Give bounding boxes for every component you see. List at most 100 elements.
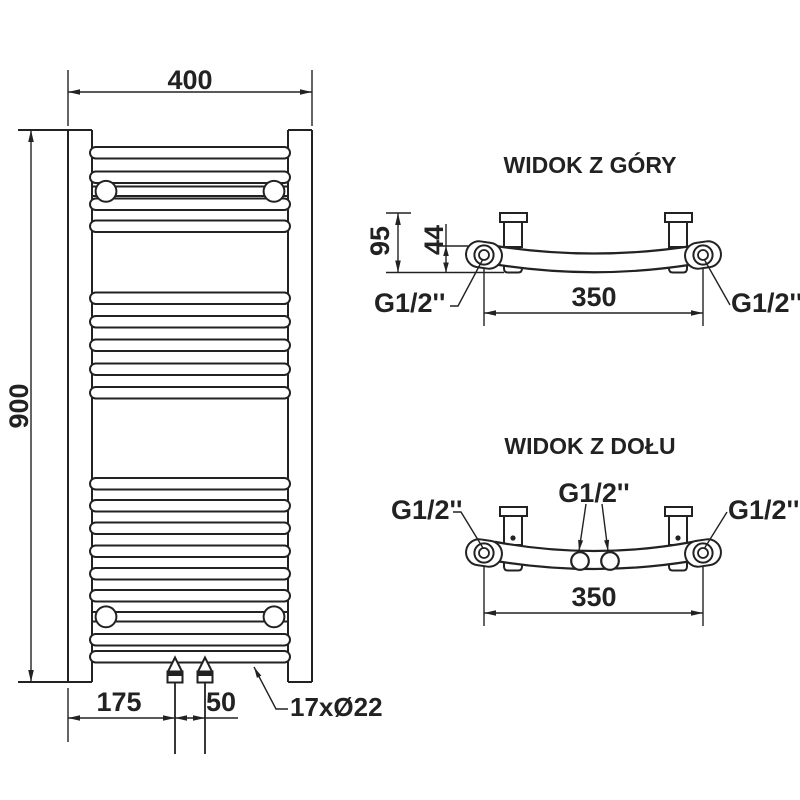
fitting-left: [465, 240, 503, 270]
rung: [89, 146, 291, 160]
bracket-cap: [664, 212, 693, 223]
rung: [89, 362, 291, 376]
rung: [89, 521, 291, 535]
leader-line: [453, 511, 484, 549]
dim-depth-label: 95: [365, 226, 395, 256]
arrowhead: [28, 670, 34, 682]
bracket-screw: [675, 535, 681, 541]
rung: [89, 386, 291, 400]
bracket-tube: [91, 611, 289, 623]
arrowhead: [175, 715, 187, 721]
wall-bracket: [94, 179, 118, 203]
rung: [89, 170, 291, 184]
center-connection: [570, 551, 590, 571]
dim-900: 900: [4, 130, 34, 682]
bracket-body: [503, 515, 523, 546]
rung: [89, 544, 291, 558]
arrowhead: [193, 715, 205, 721]
rung-group: [89, 146, 291, 664]
fitting-right: [684, 538, 722, 568]
valve-seal: [197, 671, 213, 676]
arrowhead: [68, 715, 80, 721]
center-connection: [600, 551, 620, 571]
thread-left-label: G1/2'': [391, 495, 462, 525]
curved-tube: [494, 540, 694, 571]
arrowhead: [163, 715, 175, 721]
dim-span-label: 350: [571, 282, 616, 312]
thread-label-right: G1/2'': [703, 495, 799, 550]
valve-seal: [167, 671, 183, 676]
top-view: WIDOK Z GÓRY: [365, 151, 800, 326]
dim-height-label: 900: [4, 383, 34, 428]
dim-350-bottom: 350: [483, 567, 704, 626]
wall-bracket: [262, 179, 286, 203]
arrowhead: [443, 262, 449, 273]
rung: [89, 197, 291, 211]
fitting-left: [465, 538, 503, 568]
bottom-view-title: WIDOK Z DOŁU: [504, 433, 675, 459]
thread-right-label: G1/2'': [731, 288, 800, 318]
bracket-body: [503, 221, 523, 248]
bracket-body: [668, 515, 688, 546]
front-view: 400 900 175 50 17xØ22: [4, 65, 383, 754]
wall-bracket-left: [499, 506, 528, 572]
dim-350-top: 350: [483, 269, 704, 326]
wall-bracket-right: [664, 506, 693, 572]
arrowhead: [484, 610, 496, 616]
dim-span-label: 350: [571, 582, 616, 612]
leader-line: [253, 666, 288, 710]
arrowhead: [484, 310, 496, 316]
fitting-bore: [478, 547, 490, 559]
rung: [89, 650, 291, 664]
valve-fitting-right: [196, 655, 214, 754]
fitting-bore: [697, 547, 709, 559]
dim-width-label: 400: [167, 65, 212, 95]
rung: [89, 291, 291, 305]
thread-center-label: G1/2'': [558, 478, 629, 508]
arrowhead: [395, 213, 401, 225]
thread-left-label: G1/2'': [374, 288, 445, 318]
dim-offset-label: 175: [96, 687, 141, 717]
arrowhead: [28, 130, 34, 142]
dim-175-50: 175 50: [67, 687, 238, 742]
rung: [89, 477, 291, 491]
rung: [89, 315, 291, 329]
bracket-tube: [91, 185, 289, 197]
bracket-body: [668, 221, 688, 248]
thread-label-left: G1/2'': [391, 495, 484, 549]
bracket-cap: [664, 506, 693, 517]
rung: [89, 567, 291, 581]
dim-400: 400: [67, 65, 313, 126]
thread-label-center: G1/2'': [558, 478, 630, 552]
fitting-bore: [697, 249, 709, 261]
wall-bracket: [262, 605, 286, 629]
leader-line: [450, 258, 484, 307]
tube-note-label: 17xØ22: [290, 692, 383, 722]
dim-95: 95: [365, 212, 504, 274]
rung: [89, 589, 291, 603]
arrowhead: [395, 260, 401, 273]
valve-fitting-left: [166, 655, 184, 754]
leader-line: [703, 511, 728, 550]
bracket-screw: [510, 535, 516, 541]
arrowhead: [578, 539, 584, 551]
tube-note: 17xØ22: [253, 666, 383, 722]
rung: [89, 219, 291, 233]
bracket-cap: [499, 212, 528, 223]
thread-label-left: G1/2'': [374, 258, 484, 318]
rung: [89, 499, 291, 513]
arrowhead: [604, 539, 610, 551]
wall-bracket-right: [664, 212, 693, 274]
rung: [89, 338, 291, 352]
arrowhead: [443, 246, 449, 256]
wall-bracket: [94, 605, 118, 629]
top-view-title: WIDOK Z GÓRY: [504, 151, 677, 178]
thread-right-label: G1/2'': [728, 495, 799, 525]
dim-tube-depth-label: 44: [419, 225, 449, 255]
rung: [89, 633, 291, 647]
fitting-bore: [478, 249, 490, 261]
leader-line: [703, 258, 731, 306]
arrowhead: [691, 610, 703, 616]
thread-label-right: G1/2'': [703, 258, 800, 318]
